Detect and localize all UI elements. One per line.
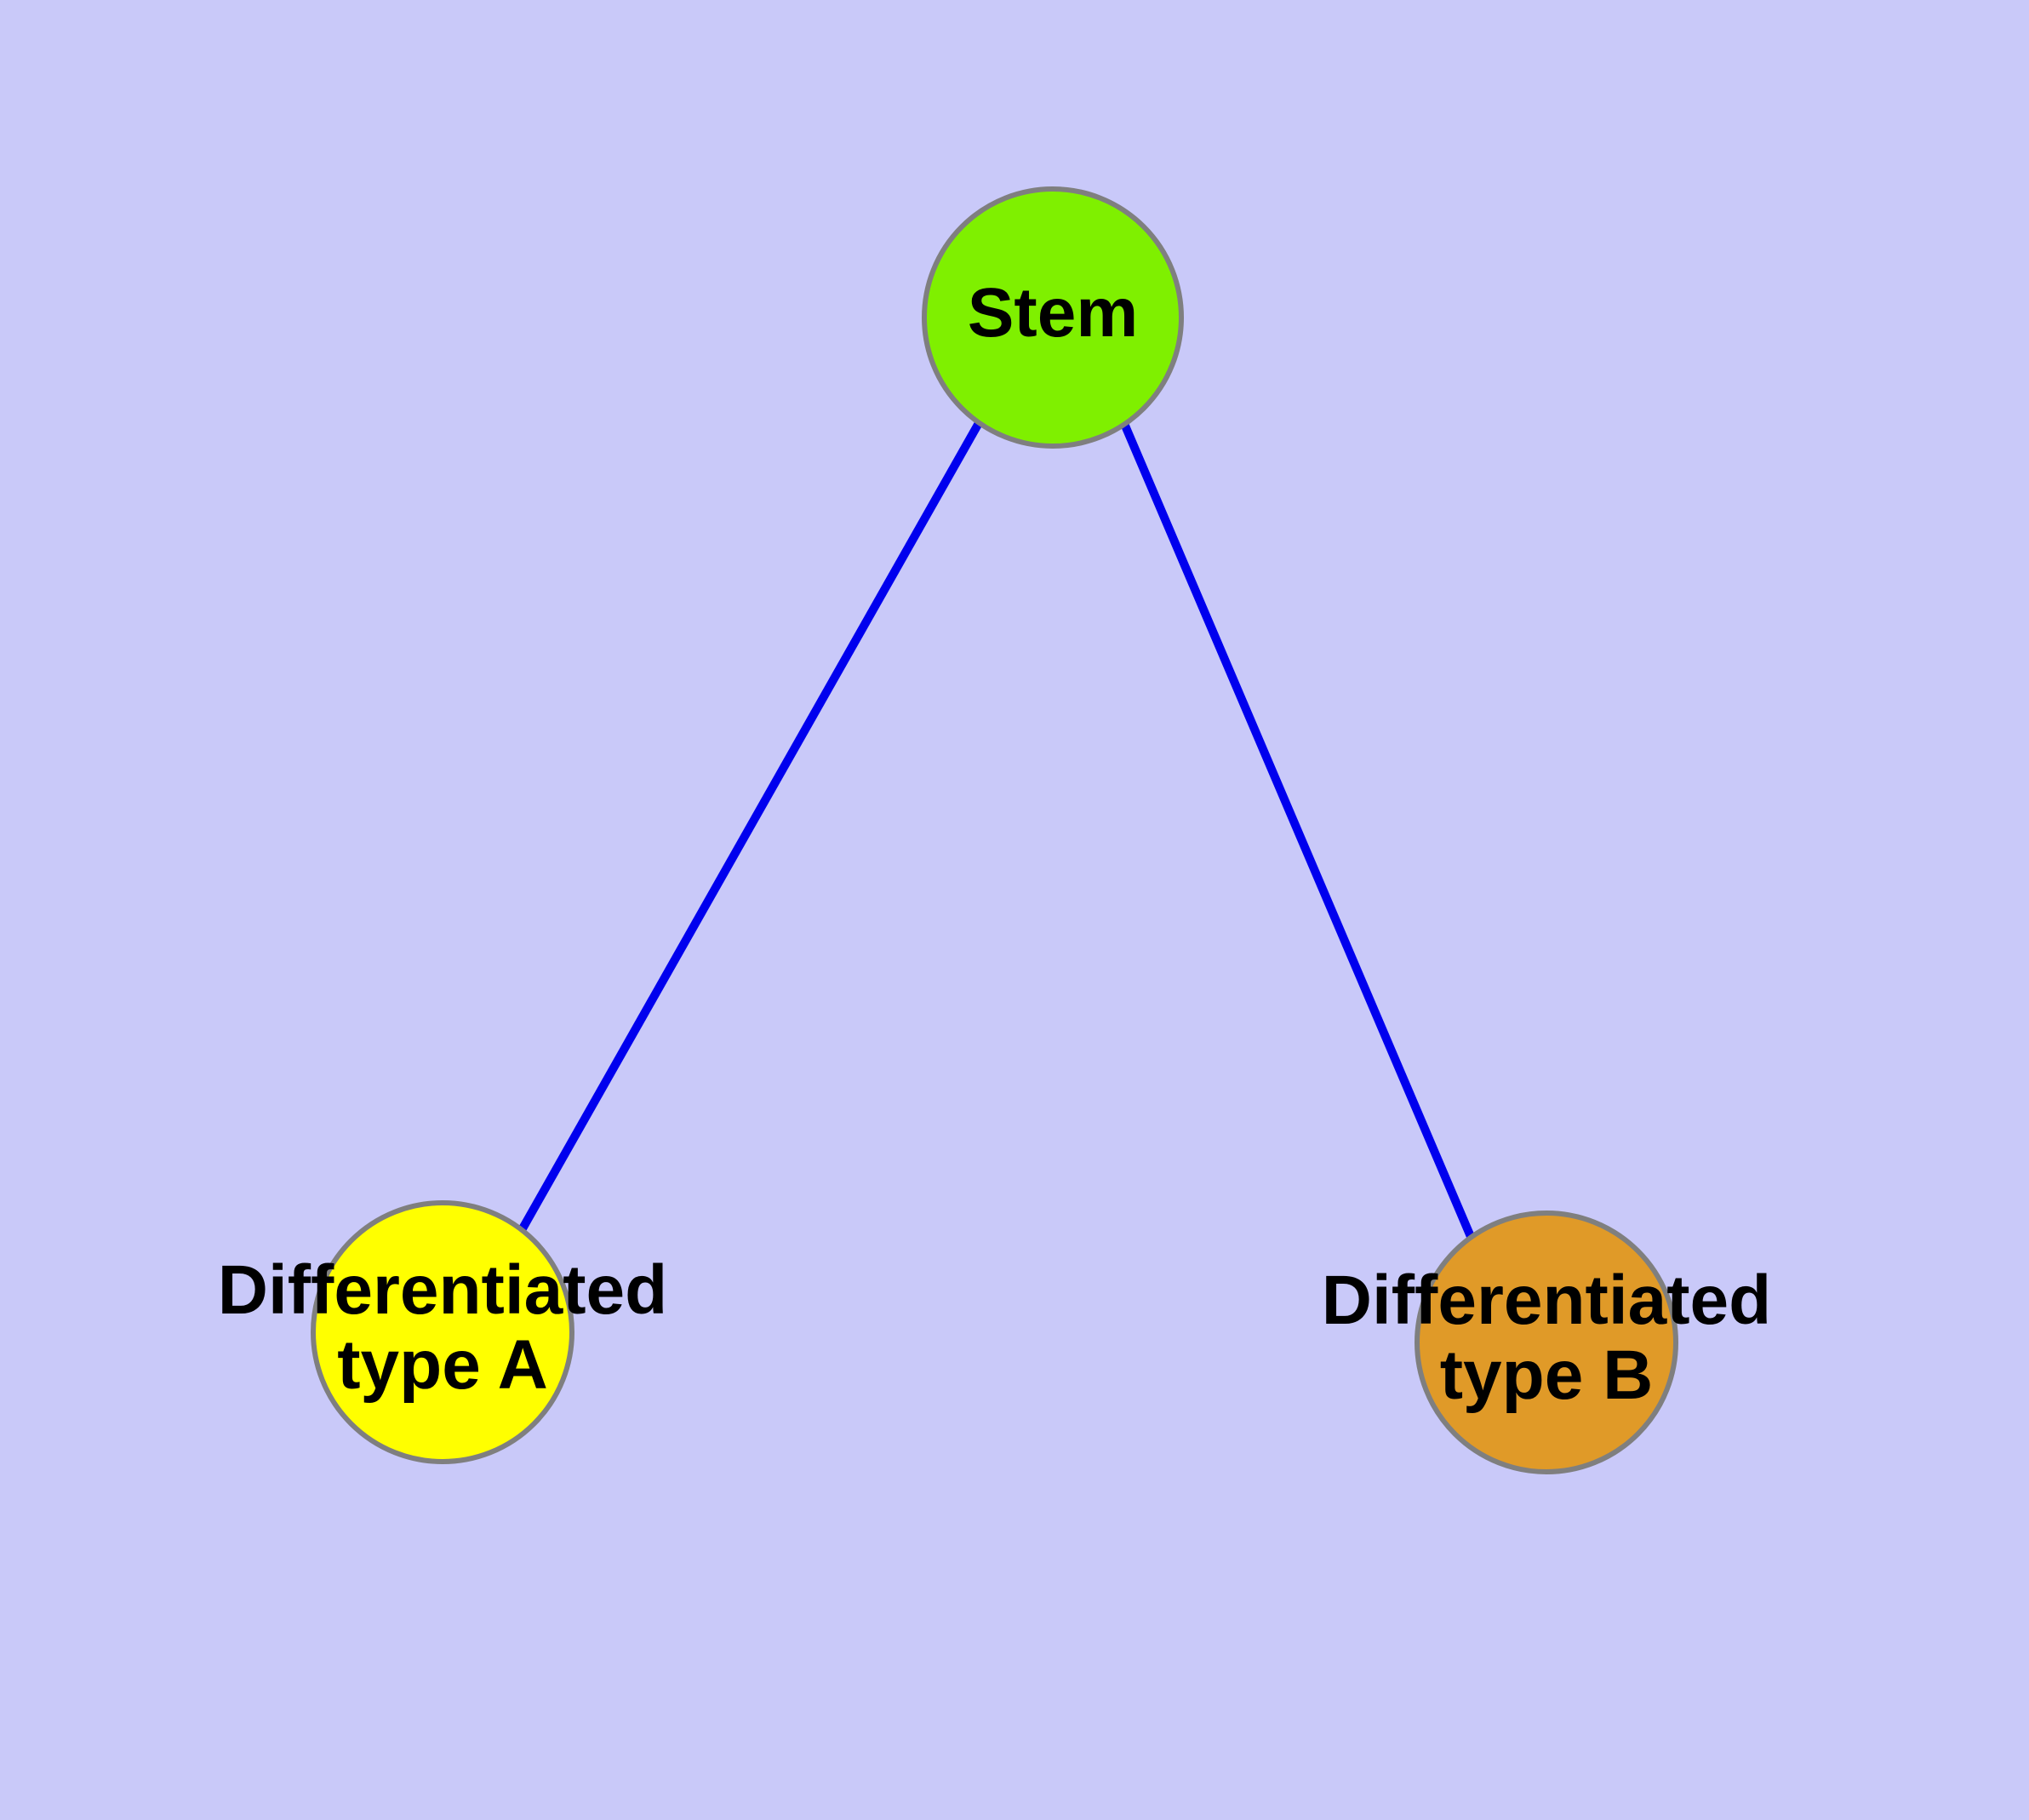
graph-edge-stem-to-diff-a[interactable]	[517, 421, 983, 1233]
graph-node-diff-a[interactable]	[311, 1200, 574, 1464]
graph-node-label-line: Differentiated	[1322, 1262, 1772, 1339]
graph-node-label-line: type B	[1440, 1336, 1654, 1414]
graph-edge-stem-to-diff-b[interactable]	[1121, 424, 1476, 1240]
graph-node-label-stem: Stem	[968, 274, 1139, 352]
graph-node-diff-b[interactable]	[1415, 1210, 1678, 1474]
graph-node-label-line: type A	[337, 1326, 548, 1404]
graph-node-stem[interactable]	[922, 186, 1184, 449]
node-layer	[311, 186, 1678, 1474]
edge-layer	[517, 421, 1476, 1240]
graph-node-label-line: Differentiated	[218, 1251, 668, 1329]
graph-node-label-line: Stem	[968, 274, 1139, 352]
